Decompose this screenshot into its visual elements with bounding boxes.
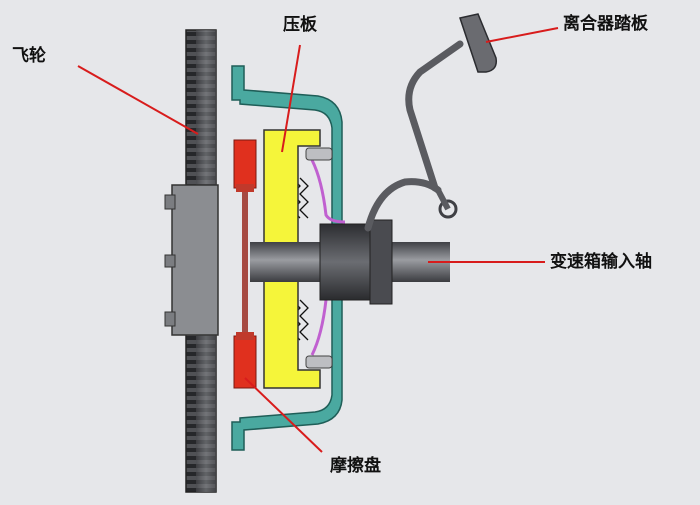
- label-friction-disc: 摩擦盘: [330, 456, 381, 476]
- leader-pressure-plate: [281, 44, 301, 153]
- pedal-linkage: [364, 40, 464, 232]
- label-clutch-pedal: 离合器踏板: [563, 14, 648, 34]
- friction-disc: [233, 139, 257, 389]
- pedal-pivot: [435, 188, 458, 219]
- flywheel: [164, 29, 219, 493]
- leader-lines: [77, 27, 559, 453]
- label-input-shaft: 变速箱输入轴: [550, 252, 652, 272]
- spring-pins: [305, 147, 333, 369]
- label-pressure-plate: 压板: [283, 15, 317, 35]
- leader-friction-disc: [244, 377, 323, 453]
- clutch-housing: [231, 65, 343, 451]
- input-shaft: [250, 219, 450, 305]
- label-flywheel: 飞轮: [12, 46, 46, 66]
- leader-clutch-pedal: [485, 27, 559, 43]
- clutch-pedal: [459, 13, 498, 73]
- leader-flywheel: [77, 65, 199, 135]
